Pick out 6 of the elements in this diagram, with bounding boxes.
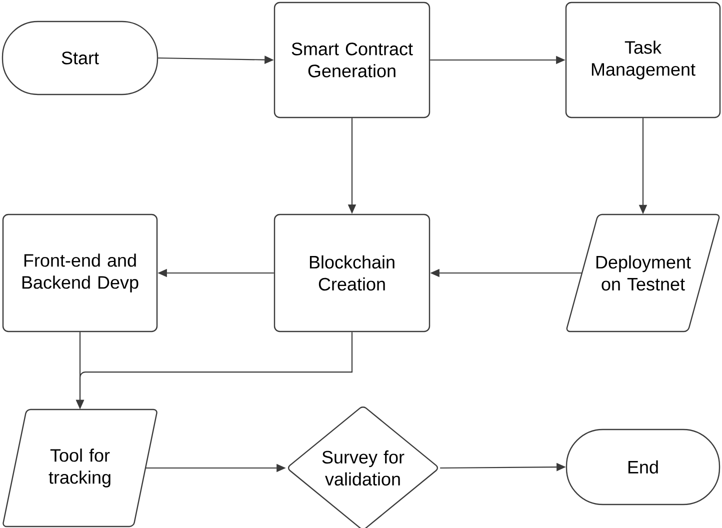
process-box: Smart Contract Generation — [274, 2, 430, 118]
process-box: Blockchain Creation — [274, 214, 430, 332]
process-box: Task Management — [565, 2, 721, 118]
process-box: Front-end and Backend Devp — [2, 214, 158, 332]
data-parallelogram: Deployment on Testnet — [566, 214, 720, 332]
data-parallelogram: Tool for tracking — [2, 408, 158, 528]
